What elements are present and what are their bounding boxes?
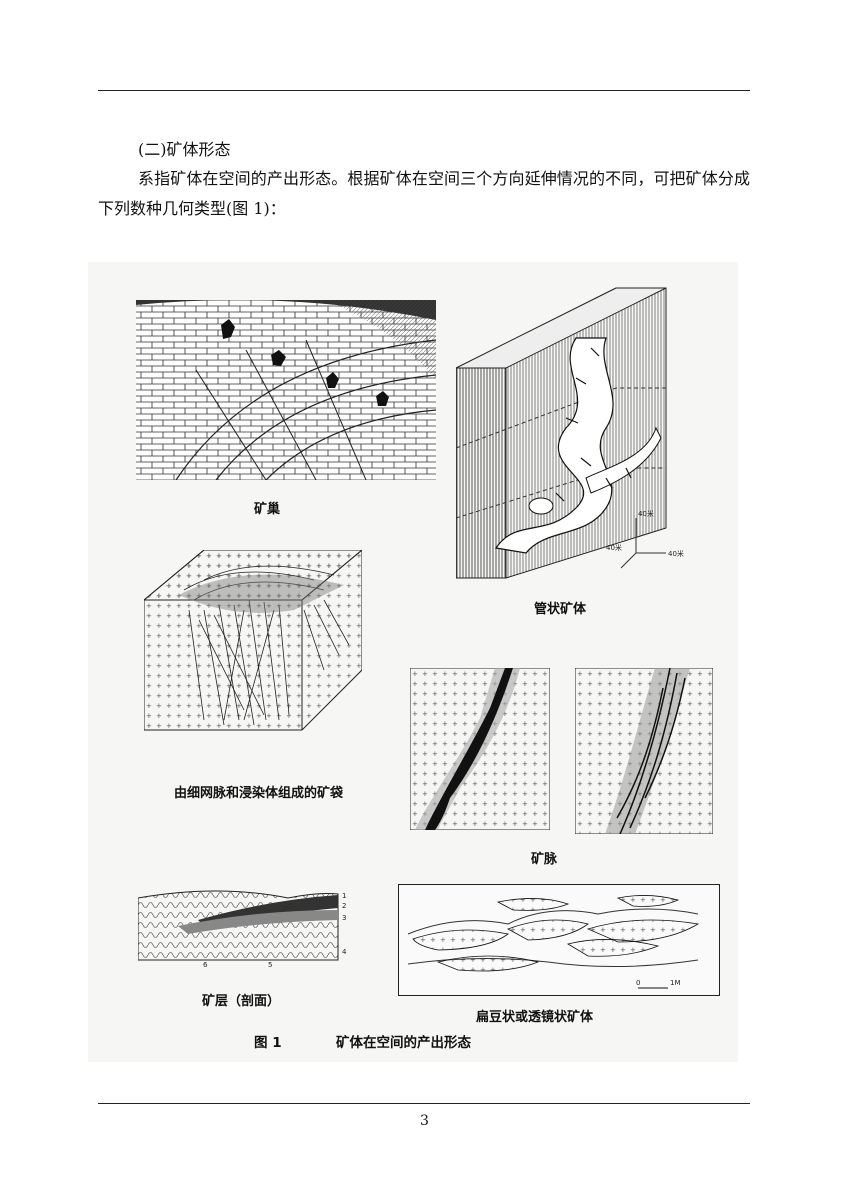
label-vein: 矿脉 xyxy=(531,852,558,867)
svg-text:4: 4 xyxy=(342,948,347,956)
footer-rule xyxy=(98,1103,750,1104)
vein-illustration-right xyxy=(575,668,713,834)
page-number: 3 xyxy=(420,1113,429,1129)
figure-1: 矿巢 40米 40米 40米 管状矿体 + xyxy=(88,262,738,1062)
svg-text:1M: 1M xyxy=(670,979,681,987)
label-ore-nest: 矿巢 xyxy=(254,502,281,517)
section-heading: (二)矿体形态 xyxy=(138,140,231,159)
figure-caption-text: 矿体在空间的产出形态 xyxy=(336,1035,471,1051)
svg-text:2: 2 xyxy=(342,902,346,910)
pipe-orebody-illustration: 40米 40米 40米 xyxy=(456,287,684,579)
svg-text:1: 1 xyxy=(342,892,346,900)
svg-text:5: 5 xyxy=(268,961,272,968)
svg-text:40米: 40米 xyxy=(668,549,684,558)
label-ore-layer: 矿层（剖面） xyxy=(202,994,281,1009)
svg-text:6: 6 xyxy=(203,961,208,968)
ore-pocket-illustration: + xyxy=(144,550,362,731)
label-lens-orebody: 扁豆状或透镜状矿体 xyxy=(476,1010,594,1025)
lens-orebody-illustration: 0 1M xyxy=(398,884,720,996)
ore-nest-illustration xyxy=(136,300,436,480)
svg-text:3: 3 xyxy=(342,914,346,922)
svg-text:0: 0 xyxy=(636,979,640,987)
figure-caption-number: 图 1 xyxy=(254,1035,282,1051)
ore-layer-illustration: 1 2 3 4 5 6 xyxy=(138,890,347,968)
label-pipe-orebody: 管状矿体 xyxy=(534,602,587,617)
svg-text:40米: 40米 xyxy=(638,509,654,518)
label-ore-pocket: 由细网脉和浸染体组成的矿袋 xyxy=(174,786,344,801)
body-paragraph: 系指矿体在空间的产出形态。根据矿体在空间三个方向延伸情况的不同，可把矿体分成下列… xyxy=(98,169,750,218)
vein-illustration-left xyxy=(410,668,550,830)
svg-text:40米: 40米 xyxy=(606,543,622,552)
header-rule xyxy=(98,90,750,91)
